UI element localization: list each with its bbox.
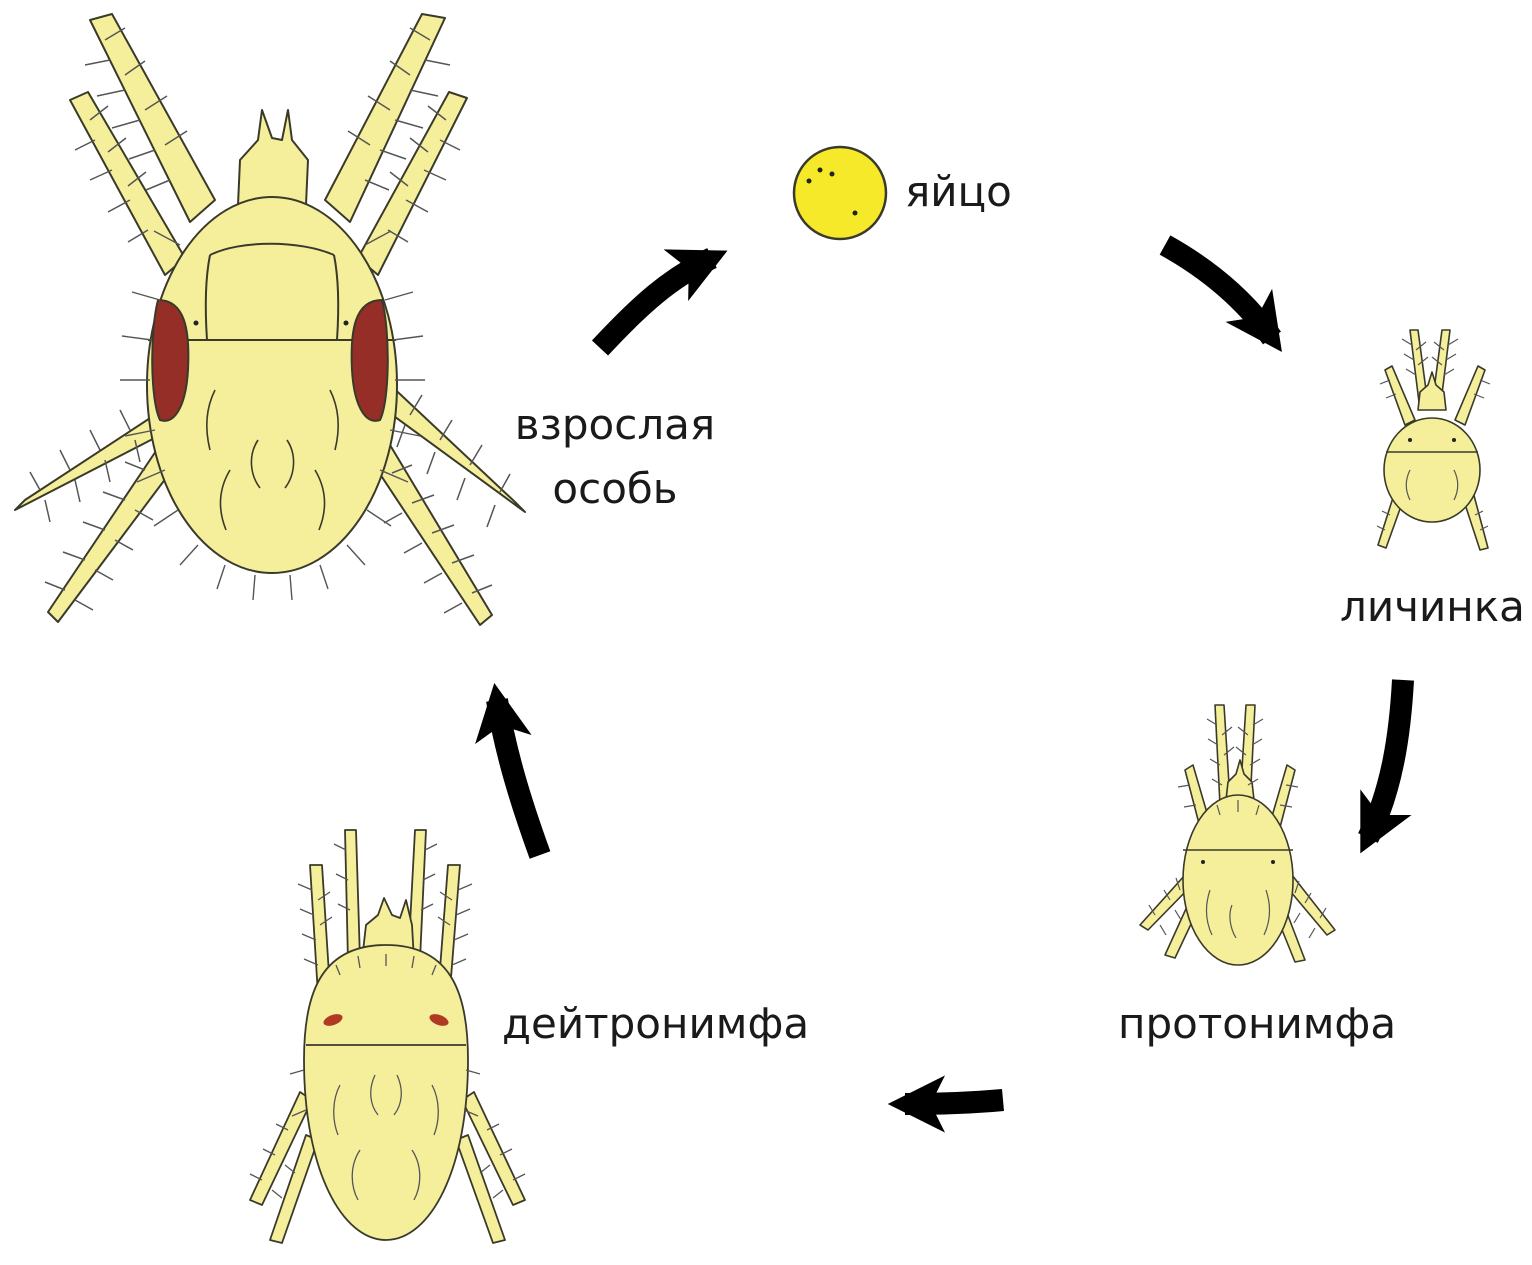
adult-label-line2: особь [510, 457, 720, 521]
larva-label: личинка [1340, 575, 1525, 639]
larva-mite-illustration [1377, 330, 1490, 550]
adult-mite-illustration [15, 14, 525, 625]
arrow-protonymph-to-deutonymph [905, 1100, 1003, 1104]
arrow-deutonymph-to-adult [497, 700, 540, 855]
arrow-larva-to-protonymph [1368, 680, 1403, 838]
protonymph-mite-illustration [1140, 705, 1335, 965]
arrow-adult-to-egg [600, 258, 712, 348]
egg-label: яйцо [905, 160, 1012, 224]
deutonymph-mite-illustration [250, 830, 525, 1243]
cycle-arrows [497, 245, 1403, 1104]
egg-illustration [794, 147, 886, 239]
protonymph-label: протонимфа [1118, 992, 1396, 1056]
adult-label-line1: взрослая [510, 393, 720, 457]
arrow-egg-to-larva [1165, 245, 1272, 338]
deutonymph-label: дейтронимфа [502, 992, 809, 1056]
adult-label: взрослая особь [510, 393, 720, 521]
